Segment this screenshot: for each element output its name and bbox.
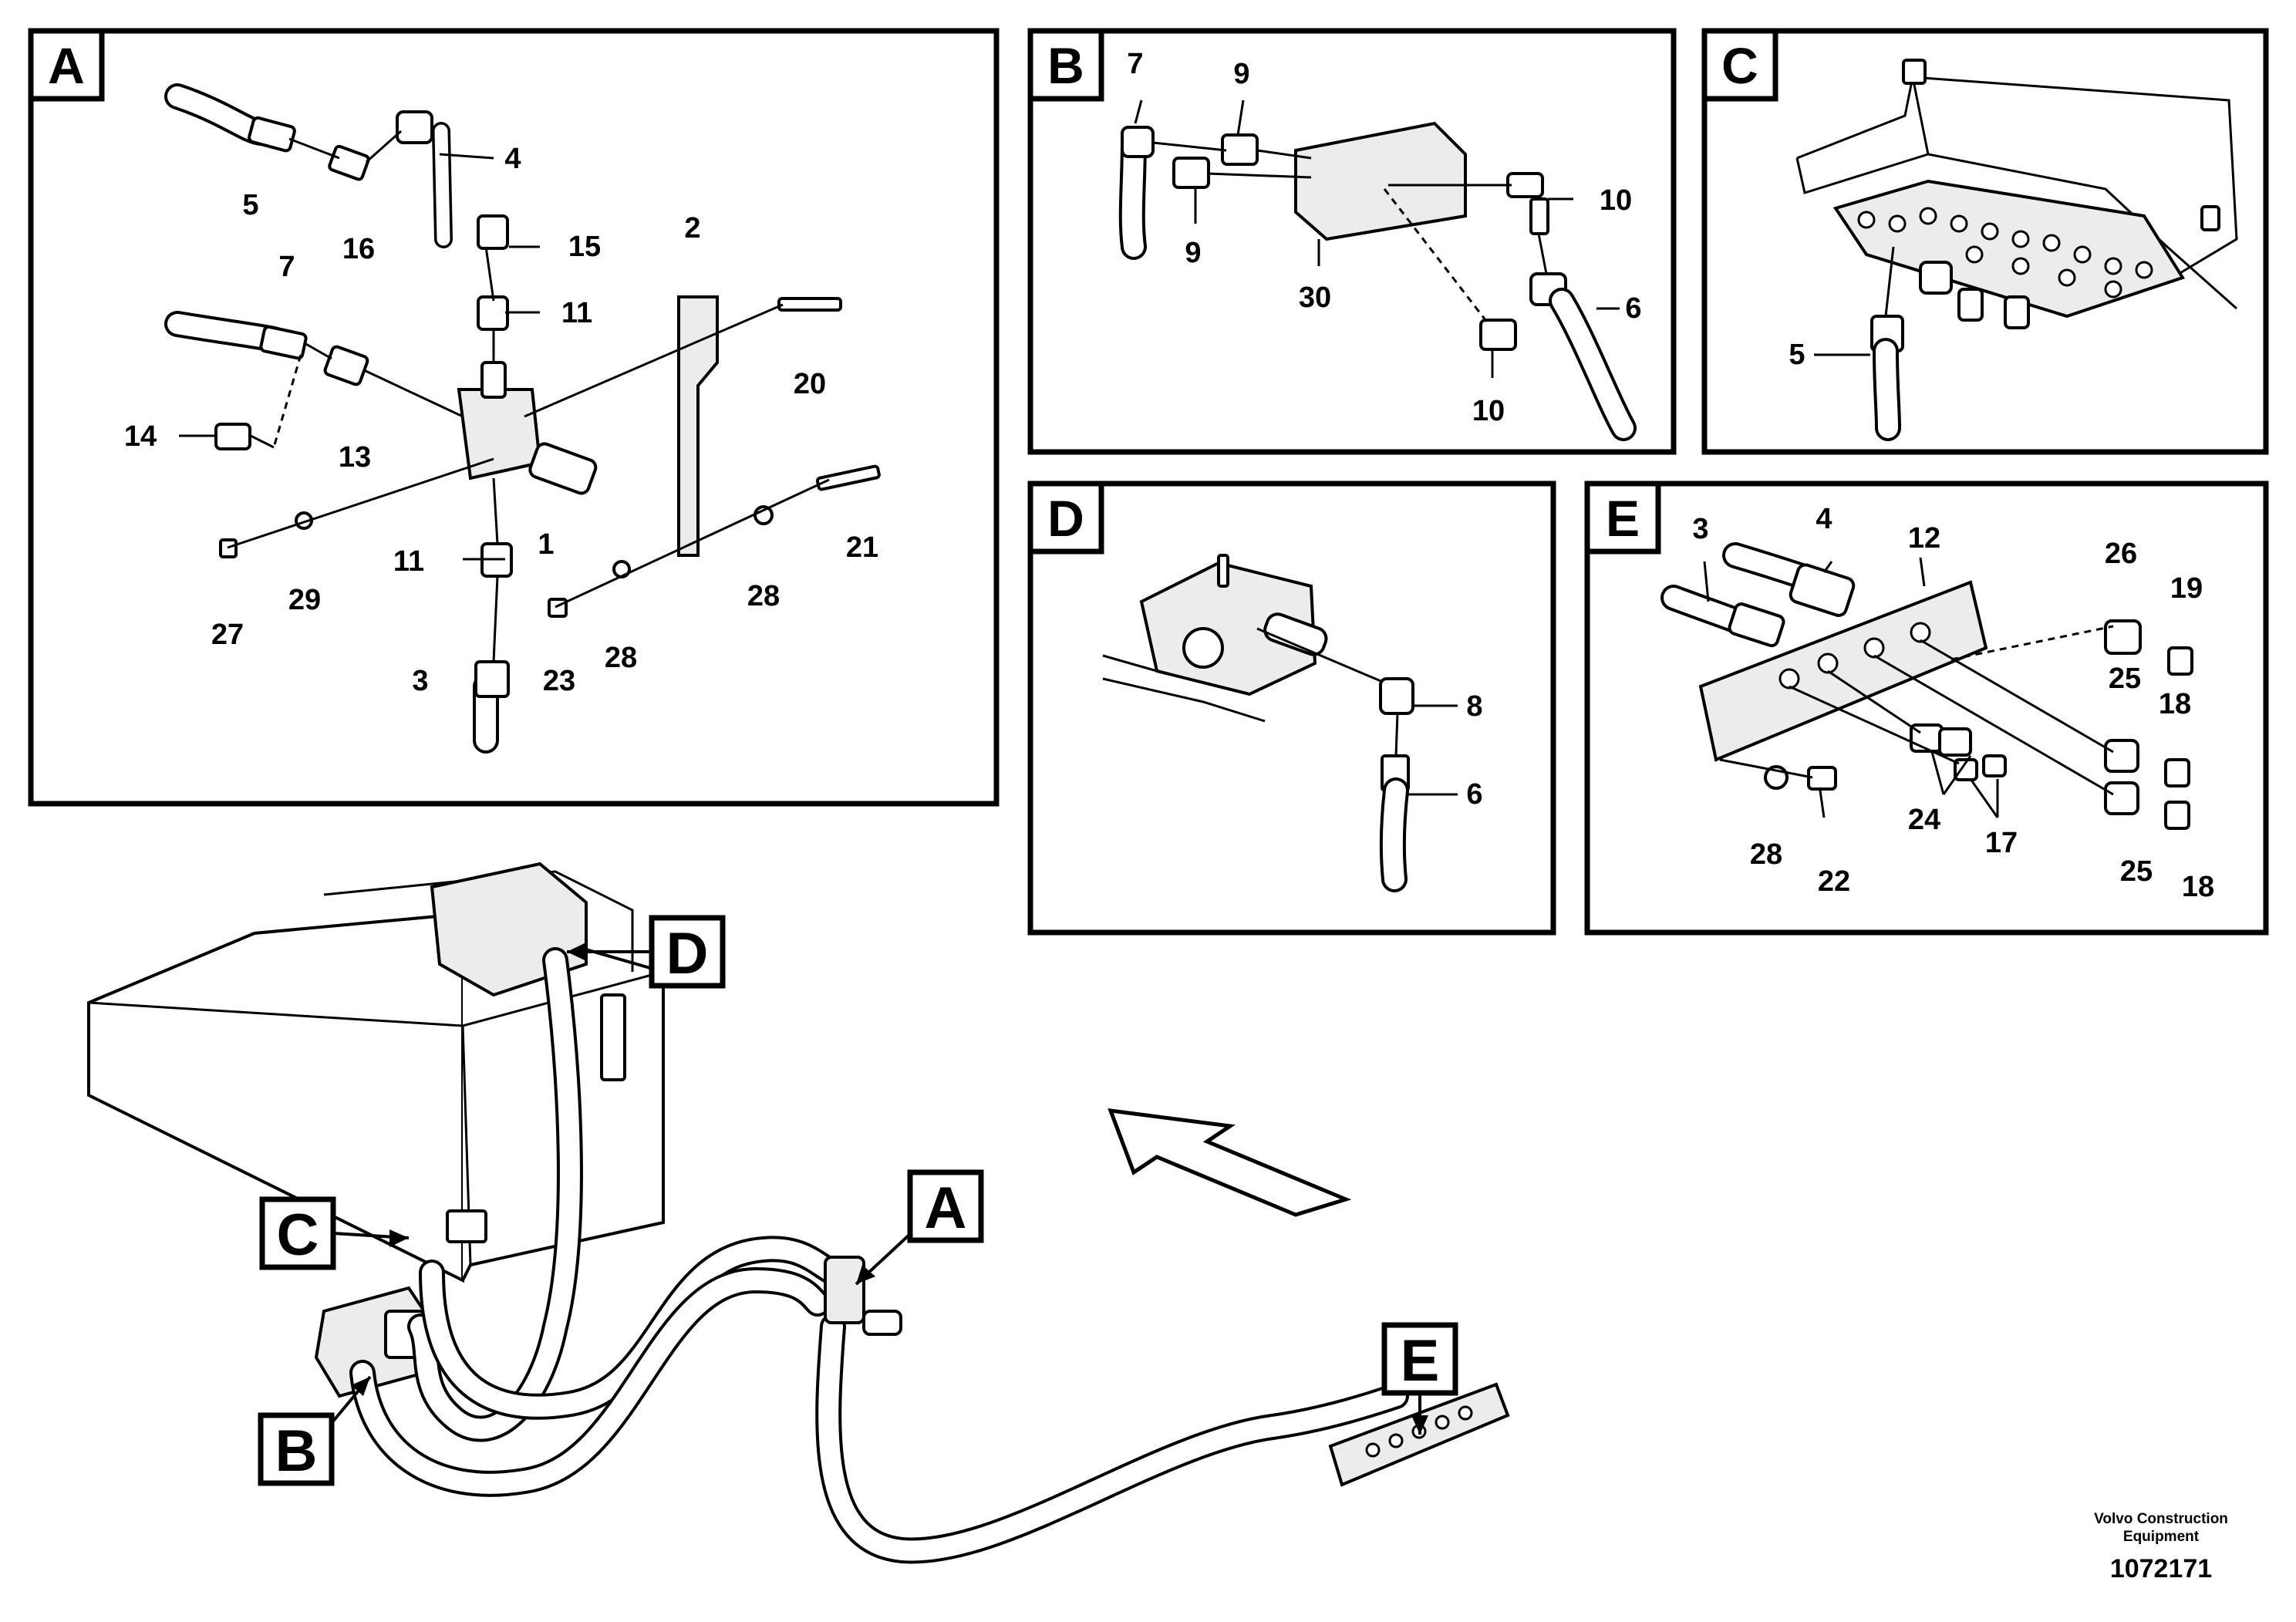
part-label: 11 bbox=[393, 545, 424, 578]
callout-e-letter: E bbox=[1401, 1328, 1440, 1394]
part-label: 14 bbox=[124, 420, 157, 453]
part-label: 30 bbox=[1299, 282, 1331, 314]
part-label: 9 bbox=[1233, 58, 1249, 90]
panel-e-letter: E bbox=[1606, 490, 1640, 547]
drawing-number: 1072171 bbox=[2110, 1554, 2212, 1583]
callout-d: D bbox=[567, 915, 726, 989]
panel-d-letter: D bbox=[1047, 490, 1084, 547]
callout-c-letter: C bbox=[277, 1202, 319, 1268]
part-label: 5 bbox=[242, 189, 258, 221]
callout-e: E bbox=[1381, 1322, 1458, 1435]
part-label: 20 bbox=[794, 368, 826, 400]
part-label: 16 bbox=[342, 233, 375, 265]
direction-arrow-icon bbox=[1108, 1108, 1352, 1217]
part-label: 10 bbox=[1600, 184, 1632, 217]
detail-panel-b: B bbox=[1027, 28, 1677, 455]
part-label: 1 bbox=[538, 528, 554, 561]
part-label: 7 bbox=[1127, 48, 1143, 80]
part-label: 28 bbox=[1750, 838, 1782, 871]
detail-panel-d: D bbox=[1027, 481, 1556, 936]
part-label: 18 bbox=[2159, 688, 2191, 720]
panel-b-letter: B bbox=[1047, 37, 1084, 94]
part-label: 25 bbox=[2120, 855, 2153, 888]
part-label: 7 bbox=[278, 251, 295, 283]
part-label: 25 bbox=[2109, 663, 2141, 695]
part-label: 18 bbox=[2182, 871, 2214, 903]
part-label: 3 bbox=[412, 665, 428, 697]
part-label: 5 bbox=[1789, 339, 1805, 371]
detail-panel-e: E bbox=[1584, 481, 2269, 936]
part-label: 8 bbox=[1466, 690, 1482, 723]
part-label: 13 bbox=[339, 441, 371, 474]
callout-c: C bbox=[259, 1196, 410, 1270]
callout-b: B bbox=[258, 1375, 372, 1486]
callout-d-letter: D bbox=[666, 921, 709, 986]
part-label: 10 bbox=[1472, 395, 1505, 427]
callout-a-letter: A bbox=[925, 1175, 967, 1241]
part-label: 2 bbox=[684, 212, 700, 244]
part-label: 24 bbox=[1908, 804, 1940, 836]
part-label: 23 bbox=[543, 665, 575, 697]
part-label: 3 bbox=[1692, 513, 1708, 545]
part-label: 21 bbox=[846, 531, 878, 564]
part-label: 4 bbox=[504, 143, 521, 175]
part-label: 15 bbox=[568, 231, 601, 263]
drawing-footer: Volvo Construction Equipment 1072171 bbox=[2094, 1511, 2228, 1583]
part-label: 28 bbox=[747, 580, 780, 612]
detail-panel-a: A bbox=[28, 28, 1000, 807]
part-label: 12 bbox=[1908, 522, 1940, 555]
part-label: 27 bbox=[211, 619, 244, 651]
part-label: 28 bbox=[605, 642, 637, 674]
part-label: 11 bbox=[561, 297, 592, 329]
part-label: 19 bbox=[2170, 572, 2203, 605]
part-label: 29 bbox=[288, 584, 321, 616]
panel-c-letter: C bbox=[1721, 37, 1758, 94]
part-label: 26 bbox=[2105, 538, 2137, 570]
panel-a-letter: A bbox=[48, 37, 85, 94]
detail-panel-c: C bbox=[1701, 28, 2269, 455]
part-label: 6 bbox=[1625, 292, 1641, 325]
callout-a: A bbox=[855, 1169, 984, 1286]
part-label: 6 bbox=[1466, 778, 1482, 811]
part-label: 9 bbox=[1185, 237, 1201, 269]
company-name-line2: Equipment bbox=[2123, 1529, 2200, 1545]
part-label: 4 bbox=[1816, 503, 1832, 535]
main-assembly-view: D C A B E bbox=[87, 862, 1510, 1564]
company-name-line1: Volvo Construction bbox=[2094, 1511, 2228, 1527]
part-label: 17 bbox=[1985, 827, 2018, 859]
part-label: 22 bbox=[1818, 865, 1850, 898]
callout-b-letter: B bbox=[275, 1418, 318, 1484]
